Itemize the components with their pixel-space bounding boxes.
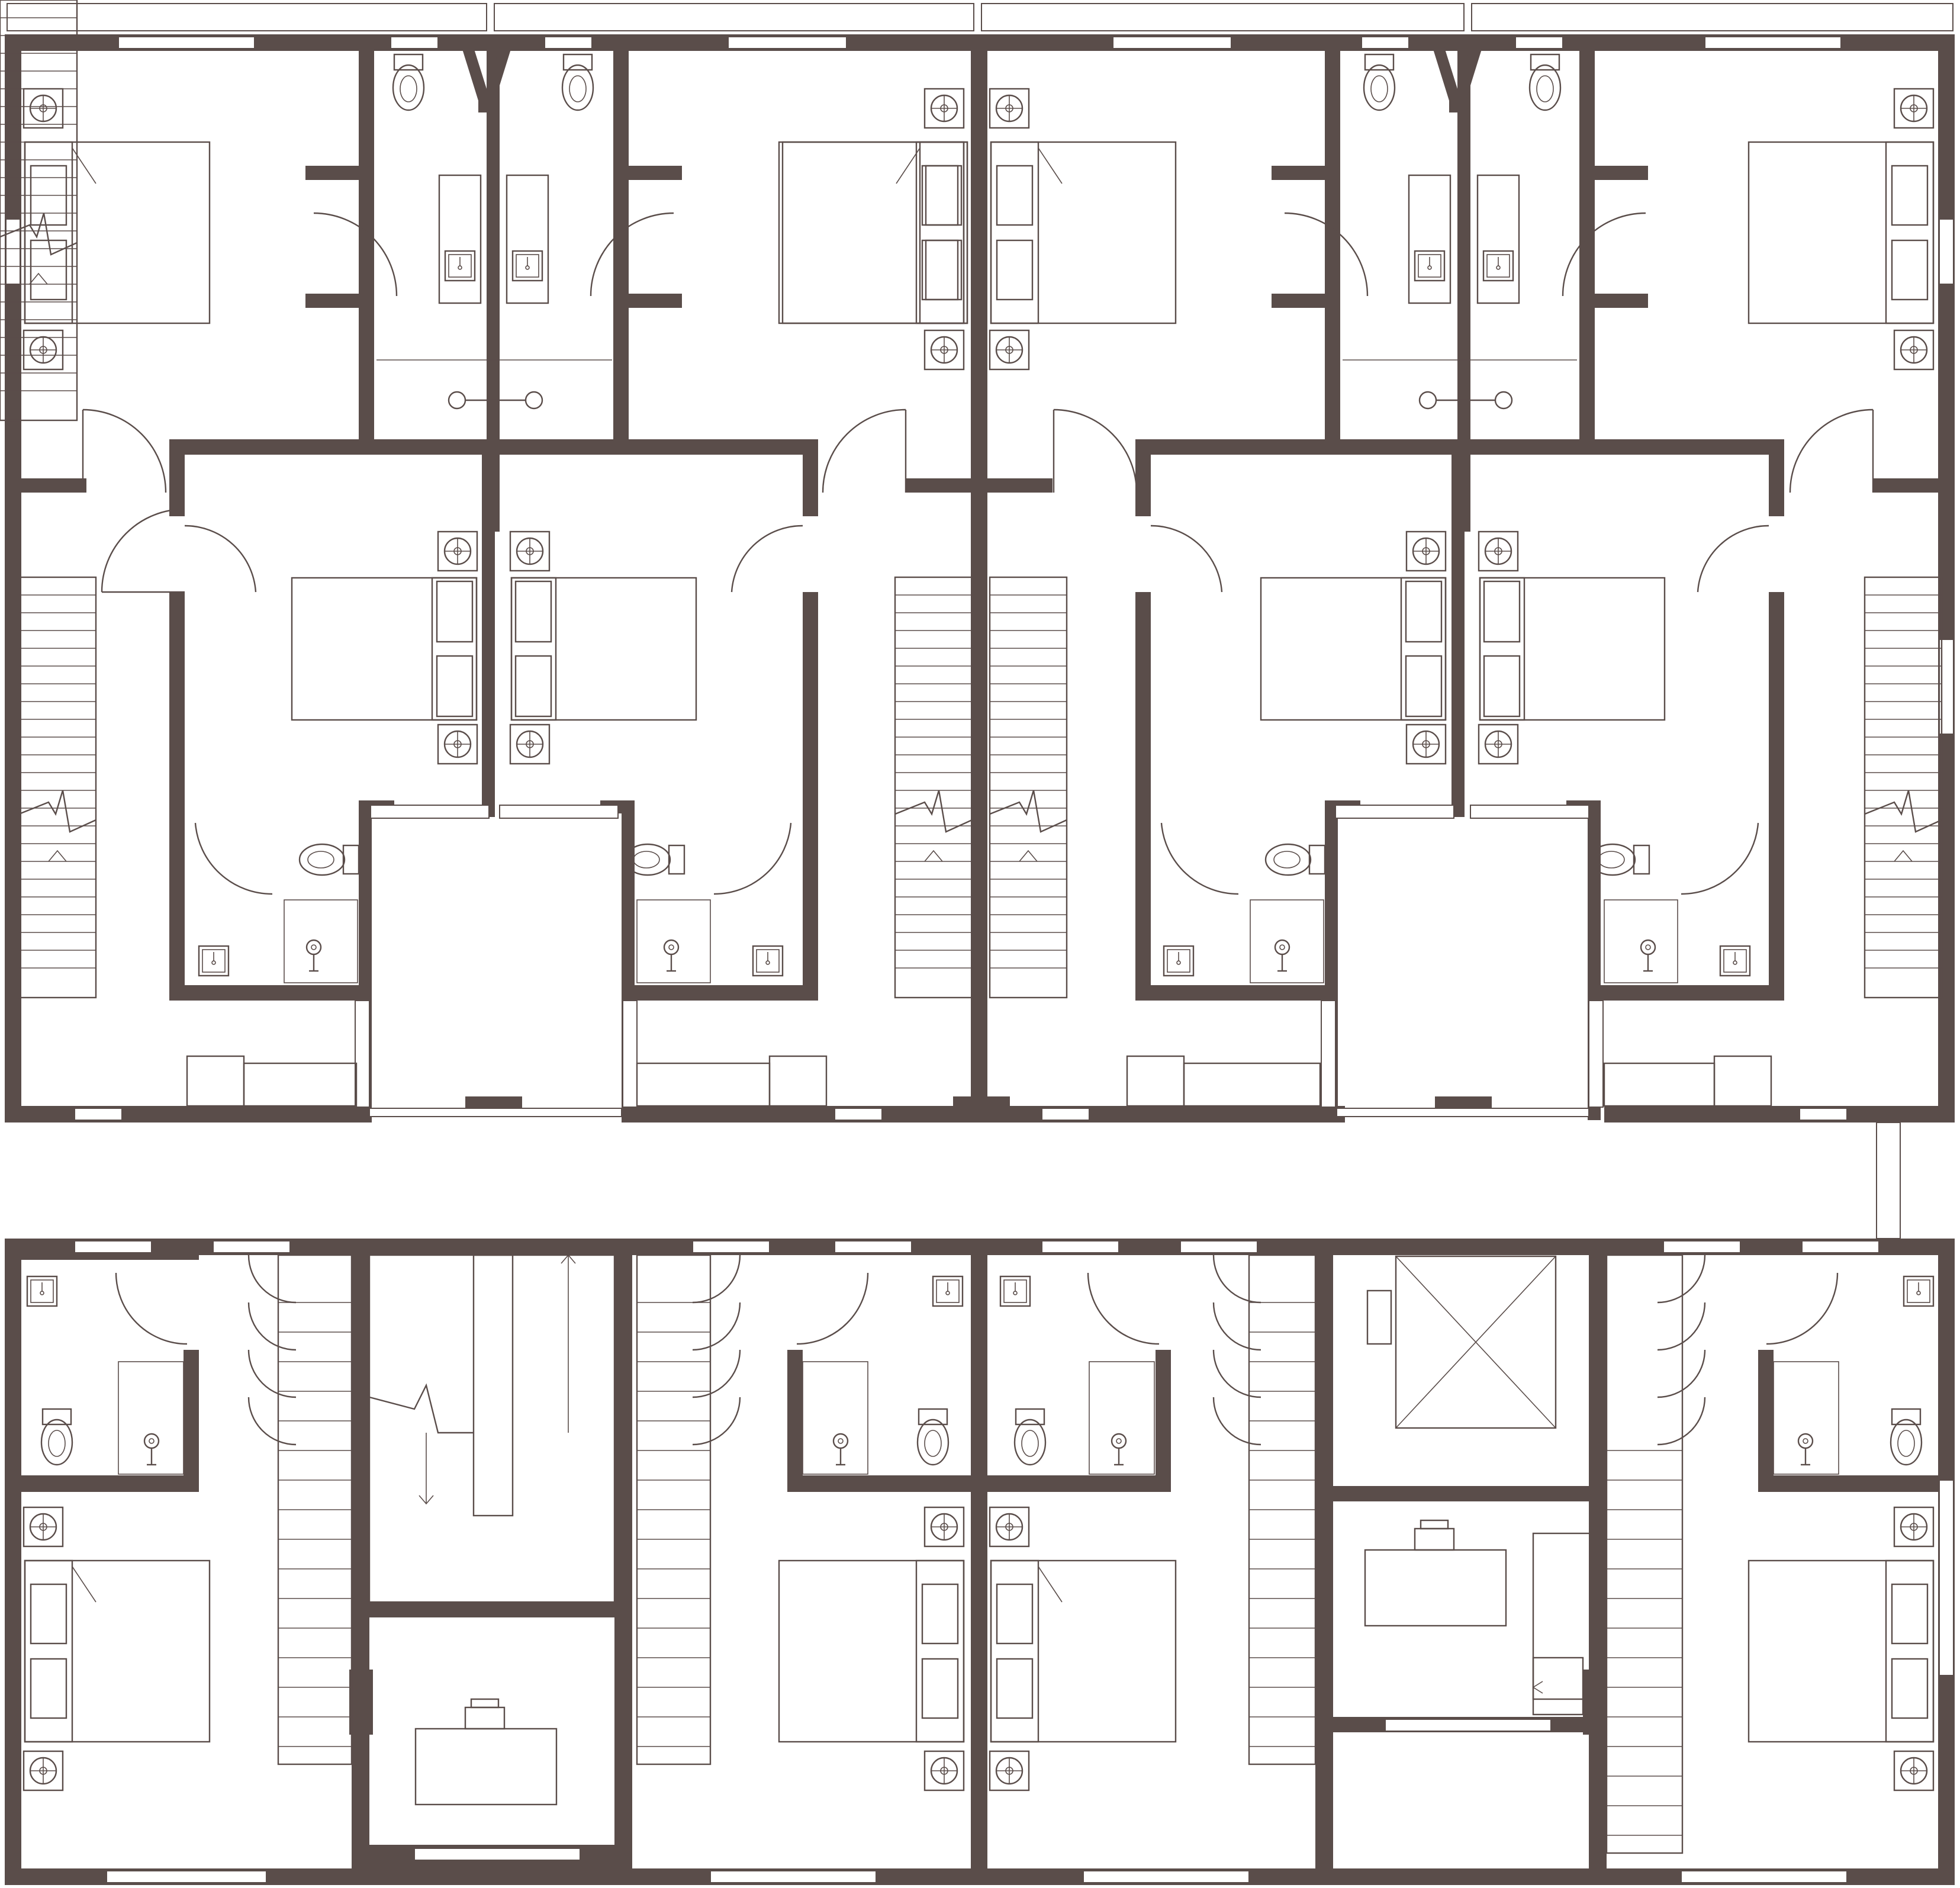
upper-interior-walls: [5, 47, 1955, 1122]
elevator-core: [1366, 1255, 1591, 1716]
upper-parapet: [7, 3, 1953, 31]
upper-floor: [0, 0, 1955, 1122]
lower-interior-walls: [21, 1255, 1938, 1735]
upper-windows: [5, 36, 1954, 1121]
lower-floor: [5, 1122, 1955, 1885]
upper-furniture: [22, 53, 1935, 1107]
stair-treads: [278, 1302, 1682, 1836]
lower-windows: [74, 1240, 1954, 1883]
connector: [1876, 1122, 1901, 1239]
upper-stairs: [0, 0, 1943, 999]
lower-stairs: [247, 1254, 1706, 1854]
lower-exterior-walls: [5, 1239, 1955, 1885]
lower-furniture: [22, 1272, 1935, 1806]
